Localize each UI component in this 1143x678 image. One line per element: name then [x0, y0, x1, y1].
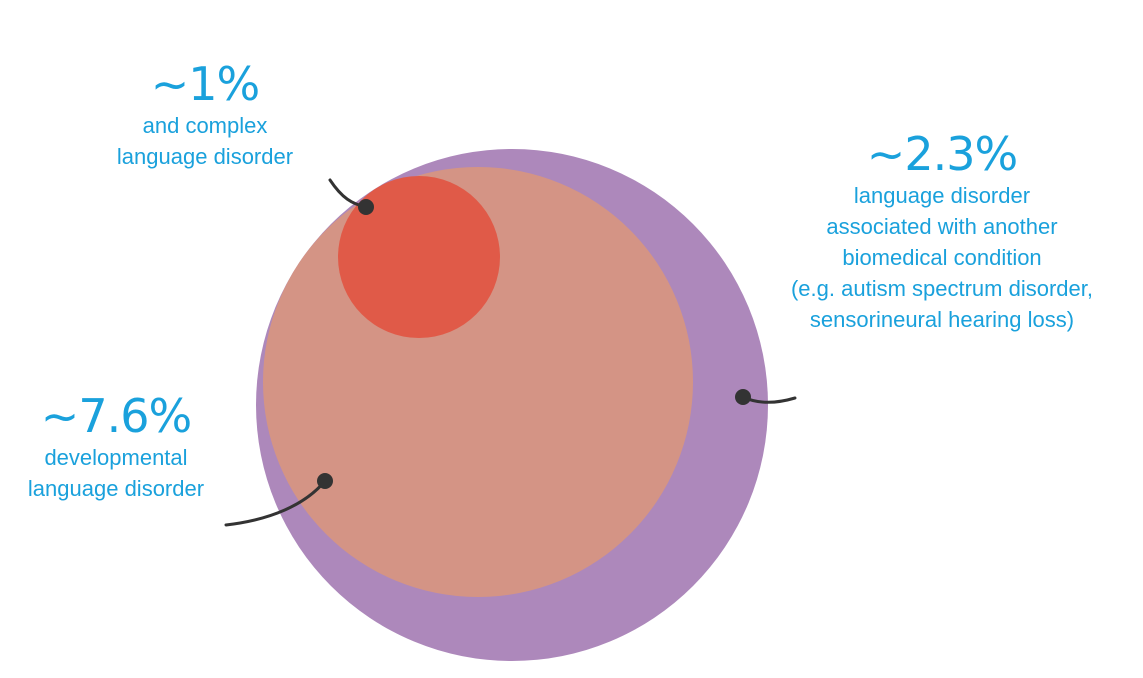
desc-developmental-line: language disorder	[27, 476, 205, 501]
percent-biomedical: ~2.3%	[866, 127, 1018, 181]
desc-developmental-line: developmental	[44, 445, 188, 470]
inner-circle-complex	[338, 176, 500, 338]
desc-complex-line: and complex	[142, 113, 268, 138]
pointer-dot-developmental	[317, 473, 333, 489]
label-complex-language-disorder: ~1% and complex language disorder	[60, 58, 350, 172]
pointer-dot-biomedical	[735, 389, 751, 405]
desc-biomedical-line: biomedical condition	[842, 245, 1042, 270]
desc-biomedical-line: language disorder	[853, 183, 1031, 208]
label-biomedical-language-disorder: ~2.3% language disorder associated with …	[752, 128, 1132, 335]
desc-complex-line: language disorder	[116, 144, 294, 169]
desc-biomedical-line: sensorineural hearing loss)	[809, 307, 1075, 332]
percent-developmental: ~7.6%	[40, 389, 192, 443]
desc-biomedical-line: (e.g. autism spectrum disorder,	[790, 276, 1093, 301]
pointer-line-developmental	[224, 479, 327, 527]
pointer-dot-complex	[358, 199, 374, 215]
percent-complex: ~1%	[150, 57, 261, 111]
desc-biomedical-line: associated with another	[826, 214, 1058, 239]
label-developmental-language-disorder: ~7.6% developmental language disorder	[0, 390, 232, 504]
